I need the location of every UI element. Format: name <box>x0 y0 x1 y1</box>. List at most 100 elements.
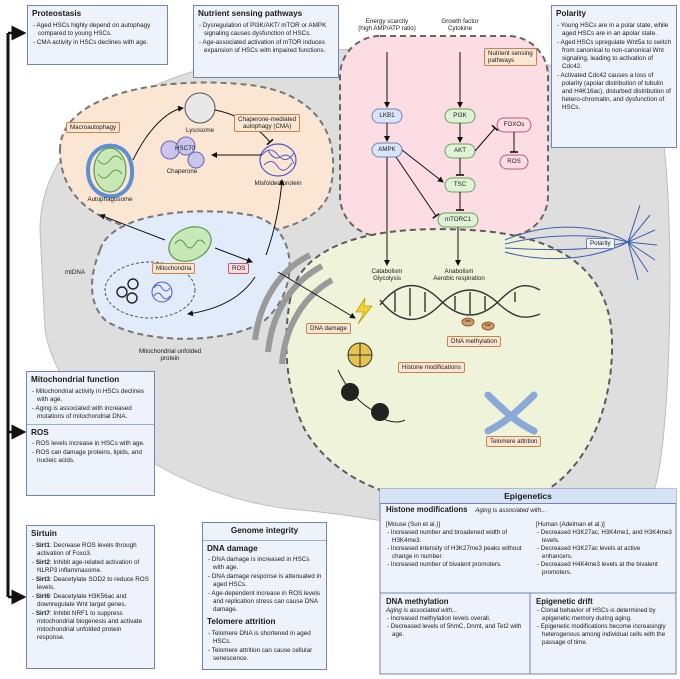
human-item: Decreased H4K4me3 levels at the bivalent… <box>541 561 672 577</box>
arrow-mito-autophagosome <box>99 213 166 241</box>
sirt-value: : Decrease ROS levels through activation… <box>37 541 137 557</box>
macroautophagy-tag: Macroautophagy <box>66 122 121 134</box>
mouse-head: [Mouse (Sun et al.)] <box>386 521 440 528</box>
nutrient-box: Nutrient sensing pathways Dysregulation … <box>193 5 339 78</box>
pi3k-label: PI3K <box>453 112 467 119</box>
methyl-col: DNA methylation Aging is associated with… <box>386 597 526 639</box>
cma-tag: Chaperone-mediated autophagy (CMA) <box>234 114 301 133</box>
inhibit-akt-foxos <box>474 124 499 152</box>
human-head: [Human (Adelman et al.)] <box>536 521 605 528</box>
lysosome <box>184 92 216 124</box>
sirt-value: : Deacetylate SOD2 to reduce ROS levels. <box>37 575 149 591</box>
arrow-ros-unfolded <box>187 276 256 317</box>
methyl-me-label: Me <box>465 318 471 323</box>
mitochondria-tag: Mitochondria <box>152 263 196 275</box>
ampk-label: AMPK <box>378 146 396 153</box>
methyl-me-label: Me <box>485 322 491 327</box>
dna-helix <box>379 284 541 321</box>
lkb1-label: LKB1 <box>379 112 395 119</box>
tsc-label: TSC <box>453 181 467 188</box>
sirt-key: Sirt6 <box>35 592 50 600</box>
sirt-key: Sirt3 <box>35 575 50 583</box>
nutrient-item: Dysregulation of PI3K/AKT/ mTOR or AMPK … <box>203 22 334 38</box>
sirt-key: Sirt1 <box>35 541 50 549</box>
sirtuin-item: Sirt7: Inhibit NRF1 to suppress mitochon… <box>36 610 150 642</box>
drift-title: Epigenetic drift <box>536 597 593 606</box>
sirtuin-item: Sirt6: Deacetylate H3K56ac and downregul… <box>35 592 150 609</box>
sirt-value: : Deacetylate H3K56ac and downregulate W… <box>37 592 127 608</box>
mito-title: Mitochondrial function <box>31 375 120 384</box>
inhibit-ampk-mtorc1 <box>395 156 440 219</box>
polarity-spindle <box>504 204 658 281</box>
mitochondrion <box>168 226 212 262</box>
mito-item: Aging is associated with increased mutat… <box>36 405 150 421</box>
sirt-key: Sirt2 <box>35 558 50 566</box>
genome-title: Genome integrity <box>230 526 299 535</box>
telomere-tag: Telomere attrition <box>486 436 542 448</box>
mouse-item: Increased number and broadened width of … <box>391 529 526 545</box>
dna-damage-tag: DNA damage <box>306 323 351 335</box>
tel-item: Telomere attrition can cause cellular se… <box>212 647 322 663</box>
drift-item: Epigenetic modifications become increasi… <box>541 623 672 647</box>
dna-item: DNA damage response is attenuated in age… <box>212 573 322 589</box>
mtdna-label: mtDNA <box>65 269 85 276</box>
dna-methylation-tag: DNA methylation <box>447 336 502 348</box>
chaperone-hsc70 <box>160 136 205 169</box>
arrow-ros-misfolded <box>265 179 285 256</box>
human-item: Decreased H3K27ac, H3K4me1, and H3K4me3 … <box>541 529 672 545</box>
sirtuin-item: Sirt2: Inhibit age-related activation of… <box>35 558 150 575</box>
mito-unfolded-label: Mitochondrial unfolded protein <box>138 348 202 363</box>
misfolded-protein <box>259 143 297 177</box>
autophagosome-label: Autophagosome <box>87 196 133 203</box>
arrow-ros-dna-damage <box>277 271 356 319</box>
human-item: Decreased H3K27ac levels at active enhan… <box>541 545 672 561</box>
dna-item: Age-dependent increase in ROS levels and… <box>212 590 322 614</box>
polarity-title: Polarity <box>556 9 587 18</box>
ros-item: ROS can damage proteins, lipids, and nuc… <box>36 449 150 465</box>
methyl-item: Decreased levels of 5hmC, Dnmt, and Tet2… <box>391 623 526 639</box>
nutrient-area <box>339 35 549 237</box>
histone-mod-tag: Histone modifications <box>398 362 465 374</box>
proteostasis-item: Aged HSCs highly depend on autophagy com… <box>37 22 163 38</box>
chaperone-label: Chaperone <box>166 168 198 175</box>
human-col: [Human (Adelman et al.)] Decreased H3K27… <box>536 521 672 577</box>
sirtuin-title: Sirtuin <box>31 529 57 538</box>
polarity-tag: Polarity <box>586 238 615 250</box>
hsc70-label: HSC70 <box>175 145 195 152</box>
mtdna-cluster <box>104 261 196 319</box>
mito-area <box>91 210 291 340</box>
dna-item: DNA damage is increased in HSCs with age… <box>212 556 322 572</box>
nutrient-item: Age-associated activation of mTOR induce… <box>203 39 334 55</box>
autophagosome <box>85 143 135 199</box>
methyl-title: DNA methylation <box>386 597 449 606</box>
polarity-box: Polarity Young HSCs are in a polar state… <box>551 5 677 148</box>
proteostasis-title: Proteostasis <box>32 9 82 18</box>
misfolded-label: Misfolded protein <box>254 180 302 187</box>
polarity-item: Aged HSCs upregulate Wnt5a to switch fro… <box>561 39 672 71</box>
arrow-ampk-tsc <box>401 149 444 183</box>
histone-sub: Aging is associated with... <box>475 507 547 514</box>
growth-label: Growth factor Cytokine <box>441 18 479 33</box>
sirtuin-item: Sirt3: Deacetylate SOD2 to reduce ROS le… <box>35 575 150 592</box>
histone-header: Histone modifications Aging is associate… <box>386 505 672 515</box>
mito-box: Mitochondrial function Mitochondrial act… <box>26 371 155 496</box>
dna-damage-title: DNA damage <box>207 543 258 553</box>
drift-item: Clonal behavior of HSCs is determined by… <box>541 607 672 623</box>
epigenetics-title: Epigenetics <box>380 489 676 504</box>
sirtuin-item: Sirt1: Decrease ROS levels through activ… <box>35 541 150 558</box>
telomere-title: Telomere attrition <box>207 617 276 627</box>
polarity-item: Activated Cdc42 causes a loss of polarit… <box>561 72 672 112</box>
ros-title: ROS <box>31 427 49 437</box>
mtorc1-label: mTORC1 <box>444 216 471 223</box>
mouse-col: [Mouse (Sun et al.)] Increased number an… <box>386 521 526 569</box>
histone-title: Histone modifications <box>386 505 468 514</box>
methyl-sub: Aging is associated with... <box>386 606 458 614</box>
chromosome <box>484 391 538 435</box>
drift-col: Epigenetic drift Clonal behavior of HSCs… <box>536 597 672 647</box>
mito-item: Mitochondrial activity in HSCs declines … <box>36 388 150 404</box>
lightning-icon <box>355 297 373 325</box>
sirt-value: : Inhibit age-related activation of NLRP… <box>37 558 140 574</box>
mouse-item: Increased number of bivalent promoters. <box>391 561 526 569</box>
arrow-autophagosome-lysosome <box>132 105 184 161</box>
proteostasis-item: CMA activity in HSCs declines with age. <box>37 39 163 47</box>
